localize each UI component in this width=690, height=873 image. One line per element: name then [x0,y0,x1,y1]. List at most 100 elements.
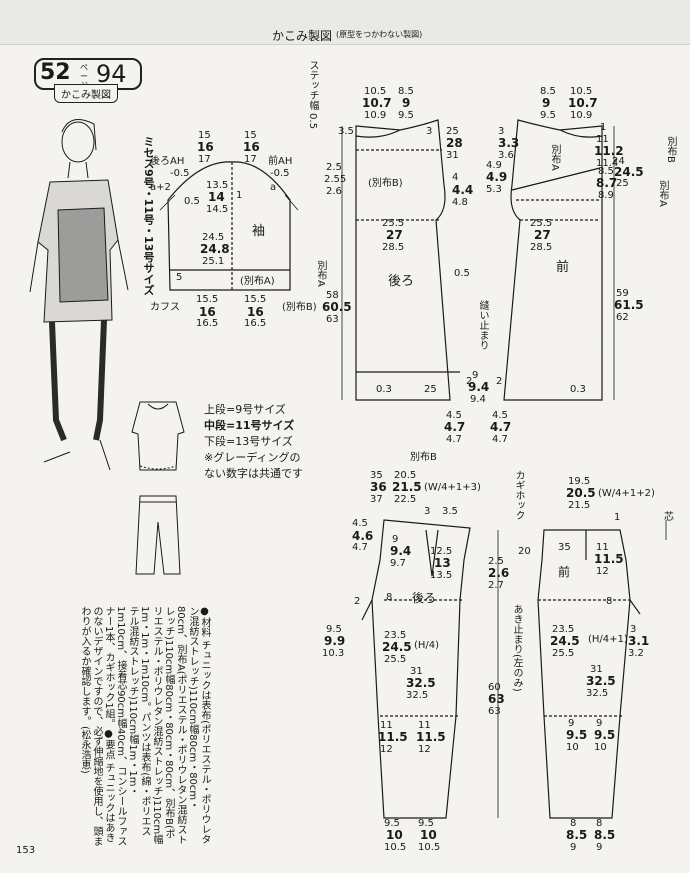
fp-waist-formula: (W/4+1+2) [598,488,655,499]
back-right3: 3 [426,126,433,137]
front-side-13: 25 [616,178,629,189]
bp-hem-left-11: 10 [386,828,403,842]
bp-knee-11: 11.5 [378,730,408,744]
sleeve-cap-right-13: 17 [244,154,257,165]
sleeve-cap-left-13: 17 [198,154,211,165]
bp-hem-right-13: 10.5 [418,842,441,853]
fp-hip-formula: (H/4+1) [588,634,628,645]
front-betsu-a: 別布A [549,144,560,171]
front-side-11: 24.5 [614,165,644,179]
bp-waist-formula: (W/4+1+3) [424,482,481,493]
front-body-pattern [503,119,603,401]
page-number: 153 [16,845,36,856]
front-chest-13: 28.5 [530,242,553,253]
sleeve-back-ah: 後ろAH [150,156,185,167]
legend-line2: 中段=11号サイズ [204,419,295,432]
fp-opening: あき止まり(左のみ) [511,604,522,692]
fp-crotch-9: 3 [630,624,637,635]
front-length-13: 62 [616,312,629,323]
bp-top-left-11: 36 [370,480,387,494]
back-neck-9: 8.5 [398,86,414,97]
fp-knee-r-11: 9.5 [594,728,616,742]
sleeve-a: a [270,182,277,193]
bp-hip-11: 24.5 [382,640,412,654]
fp-side-note: 芯 [664,512,674,523]
bp-hip-side-11: 4.6 [352,529,374,543]
bp-thigh-9: 9.5 [326,624,342,635]
cuff-right-11: 16 [247,305,264,319]
fp-label: 前 [558,565,571,579]
back-drop-9: 2.5 [326,162,342,173]
header-subtitle: (原型をつかわない製図) [336,30,423,39]
fp-knee-top-9: 11 [596,542,609,553]
front-arm-11: 4.9 [486,170,508,184]
front-bottom-11: 4.7 [490,420,512,434]
fp-hem-left-9: 8 [570,818,577,829]
fp-knee-len-9: 31 [590,664,603,675]
fp-one: 1 [614,512,621,523]
fp-knee-9: 9 [568,718,575,729]
back-neck-11: 9 [402,96,411,110]
bp-knee-len-13: 32.5 [406,690,429,701]
fp-knee-11: 9.5 [566,728,588,742]
size-legend: 上段=9号サイズ 中段=11号サイズ 下段=13号サイズ ※グレーディングの な… [204,402,303,482]
back-length-9: 58 [326,290,339,301]
back-hem-side-9: 9 [472,370,479,381]
front-side-9: 24 [612,156,625,167]
bp-thigh-11: 9.9 [324,634,346,648]
fp-crotch-11: 3.1 [628,634,650,648]
fp-left20: 20 [518,546,531,557]
bp-dart-9: 12.5 [430,546,453,557]
sleeve-height-11: 14 [208,190,225,204]
bp-rise-13: 9.7 [390,558,406,569]
sleeve-height-13: 14.5 [206,204,229,215]
back-left35: 3.5 [338,126,354,137]
back-shoulder-9: 25 [446,126,459,137]
front-arm-9: 4.9 [486,160,502,171]
front-betsu-a-tag: 別布A [657,180,668,207]
front-shoulder-9: 11 [596,134,609,145]
back-top-11: 10.7 [362,96,392,110]
header-title: かこみ製図 [272,29,333,43]
sleeve-a2: a+2 [150,182,171,193]
fp-hem-left-13: 9 [570,842,577,853]
fp-crotch-13: 3.2 [628,648,644,659]
betsu-b-tag-left: 別布A [315,260,326,287]
sleeve-pattern [159,161,299,291]
back-shoulder-11: 28 [446,136,463,150]
legend-line5: ない数字は共通です [204,467,303,480]
back-bottom-13: 4.7 [446,434,462,445]
bp-knee-13: 12 [380,744,393,755]
sleeve-betsu-a: (別布A) [240,276,275,287]
back-length-11: 60.5 [322,300,352,314]
bp-hip-formula: (H/4) [414,640,440,651]
bp-hem-left-9: 9.5 [384,818,400,829]
back-neck-13: 9.5 [398,110,414,121]
back-body-pattern [355,119,460,401]
bp-knee-len-11: 32.5 [406,676,436,690]
stitch-label: ステッチ幅 0.5 [307,60,318,130]
cuff-left-13: 16.5 [196,318,219,329]
cuff-right-13: 16.5 [244,318,267,329]
front-top-11: 10.7 [568,96,598,110]
fp-knee-r-13: 10 [594,742,607,753]
bp-waist-9: 20.5 [394,470,417,481]
back-top-13: 10.9 [364,110,387,121]
back-arm-11: 4.4 [452,183,474,197]
cuff-label: カフス [150,302,180,313]
front-bottom-13: 4.7 [492,434,508,445]
legend-line1: 上段=9号サイズ [204,403,286,416]
back-hem-side-13: 9.4 [470,394,486,405]
sleeve-cap-left-11: 16 [197,140,214,154]
bp-eight: 8 [386,592,393,603]
bp-top-inner-2: 3.5 [442,506,458,517]
sleeve-front-ah-val: -0.5 [270,168,290,179]
legend-line4: ※グレーディングの [204,451,301,464]
front-bottom-9: 4.5 [492,410,508,421]
bp-top-inner-1: 3 [424,506,431,517]
back-chest-11: 27 [386,228,403,242]
fp-knee-r-9: 9 [596,718,603,729]
badge-page: 52 [40,60,71,85]
front-length-9: 59 [616,288,629,299]
back-hem-right: 25 [424,384,437,395]
